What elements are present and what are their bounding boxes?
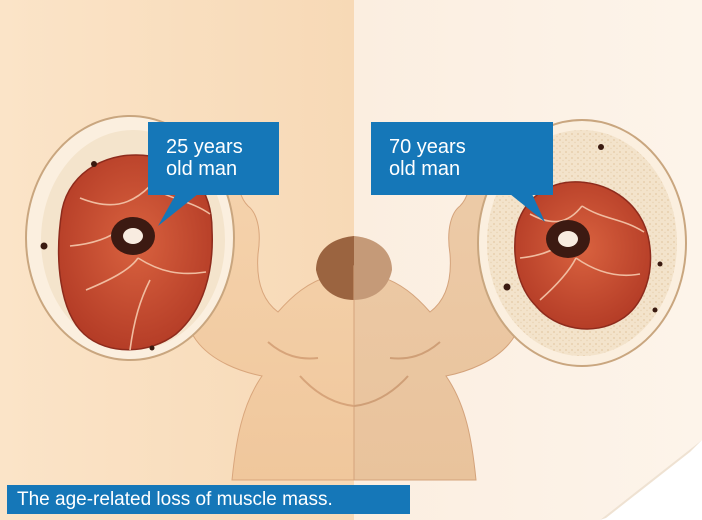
young-man-age: 25 years [166,136,261,158]
old-man-age: 70 years [389,136,535,158]
young-man-descriptor: old man [166,158,261,180]
old-man-label: 70 years old man [371,122,553,195]
young-man-label: 25 years old man [148,122,279,195]
caption: The age-related loss of muscle mass. [7,485,410,514]
old-man-descriptor: old man [389,158,535,180]
